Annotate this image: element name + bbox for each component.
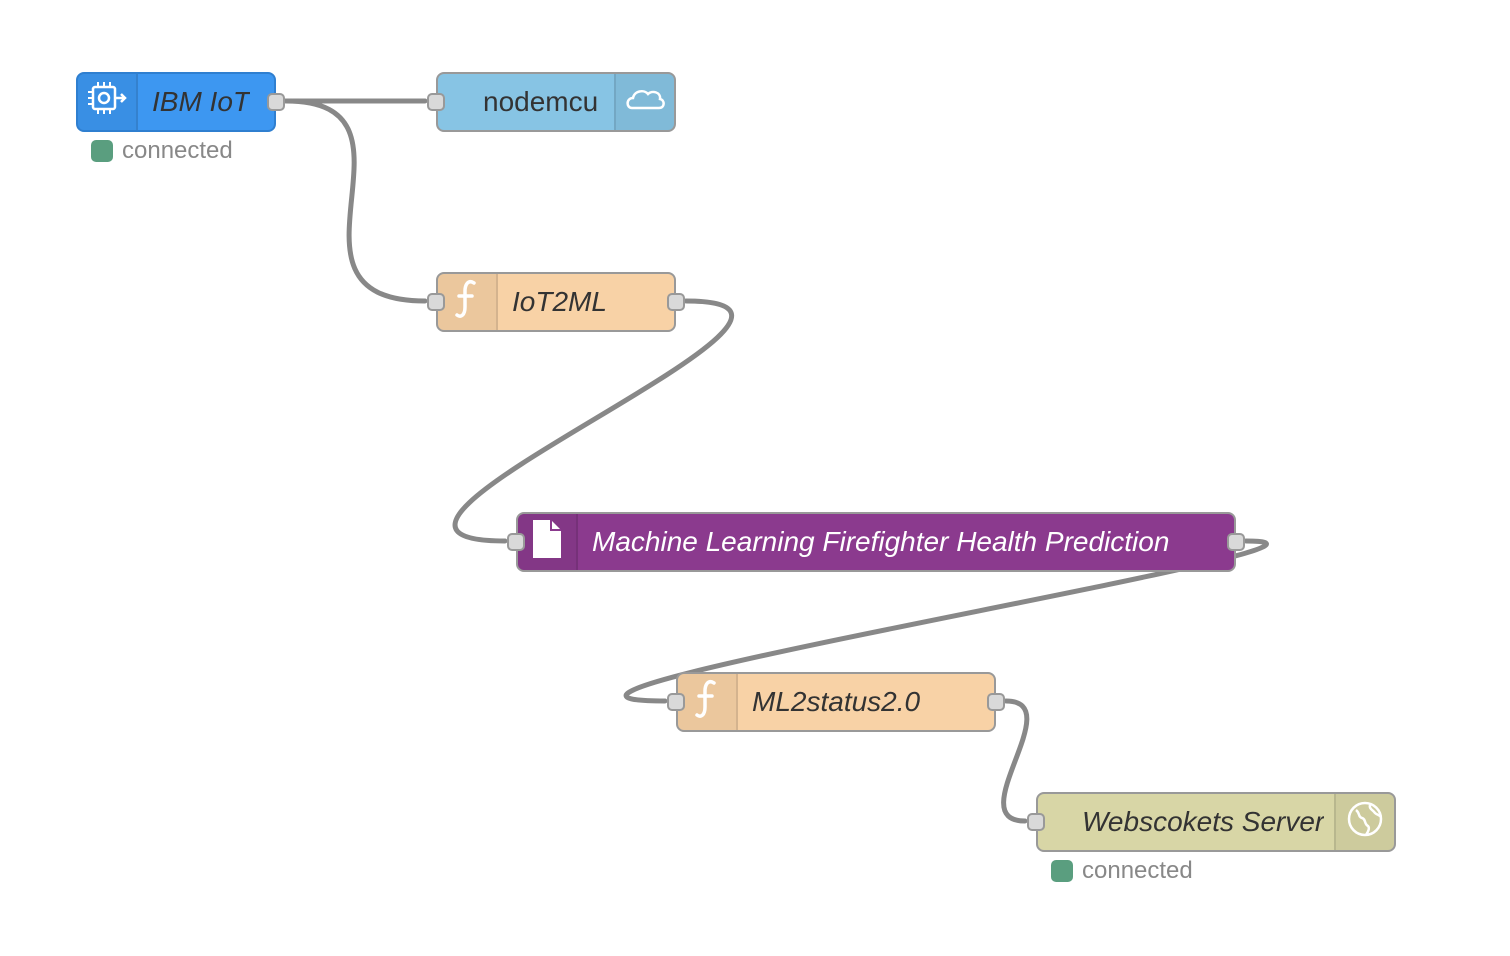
ibm-iot-icon-box bbox=[78, 74, 138, 130]
wire-iot2ml-to-ml[interactable] bbox=[452, 298, 735, 544]
ml2status-label: ML2status2.0 bbox=[752, 686, 921, 717]
ml2status-node[interactable]: ML2status2.0 bbox=[667, 672, 1005, 732]
ibm-iot-output-port[interactable] bbox=[267, 93, 285, 111]
nodemcu-input-port[interactable] bbox=[427, 93, 445, 111]
iot2ml-output-port[interactable] bbox=[667, 293, 685, 311]
ml-icon-box bbox=[518, 514, 578, 570]
ml-output-port[interactable] bbox=[1227, 533, 1245, 551]
document-icon bbox=[530, 518, 564, 567]
status-dot-icon bbox=[91, 140, 113, 162]
websockets-status: connected bbox=[1051, 857, 1193, 885]
wire-ml2status-to-websockets[interactable] bbox=[1001, 698, 1030, 824]
iot2ml-input-port[interactable] bbox=[427, 293, 445, 311]
function-icon bbox=[452, 277, 482, 328]
websockets-input-port[interactable] bbox=[1027, 813, 1045, 831]
iot2ml-icon-box bbox=[438, 274, 498, 330]
status-dot-icon bbox=[1051, 860, 1073, 882]
ibm-iot-status-text: connected bbox=[122, 137, 233, 164]
function-icon bbox=[692, 677, 722, 728]
wire-ibm-iot-to-iot2ml[interactable] bbox=[283, 98, 428, 304]
ml-prediction-label: Machine Learning Firefighter Health Pred… bbox=[592, 526, 1170, 557]
nodemcu-node[interactable]: nodemcu bbox=[427, 72, 676, 132]
iot2ml-label: IoT2ML bbox=[512, 286, 607, 317]
websockets-status-text: connected bbox=[1082, 857, 1193, 884]
wire-ml-to-ml2status[interactable] bbox=[623, 538, 1269, 704]
websockets-server-node[interactable]: Webscokets Server bbox=[1027, 792, 1396, 852]
ml-input-port[interactable] bbox=[507, 533, 525, 551]
ml2status-input-port[interactable] bbox=[667, 693, 685, 711]
globe-icon bbox=[1346, 800, 1384, 845]
nodemcu-label: nodemcu bbox=[483, 86, 599, 117]
websockets-server-label: Webscokets Server bbox=[1082, 806, 1325, 837]
ibm-iot-label: IBM IoT bbox=[152, 86, 251, 117]
ml2status-icon-box bbox=[678, 674, 738, 730]
ml-prediction-node[interactable]: Machine Learning Firefighter Health Pred… bbox=[507, 512, 1245, 572]
websockets-icon-box bbox=[1334, 794, 1394, 850]
iot2ml-node[interactable]: IoT2ML bbox=[427, 272, 685, 332]
ml2status-output-port[interactable] bbox=[987, 693, 1005, 711]
ibm-iot-status: connected bbox=[91, 137, 233, 165]
chip-arrow-icon bbox=[85, 79, 129, 126]
cloud-icon bbox=[624, 84, 666, 121]
nodemcu-icon-box bbox=[614, 74, 674, 130]
ibm-iot-node[interactable]: IBM IoT bbox=[76, 72, 285, 132]
